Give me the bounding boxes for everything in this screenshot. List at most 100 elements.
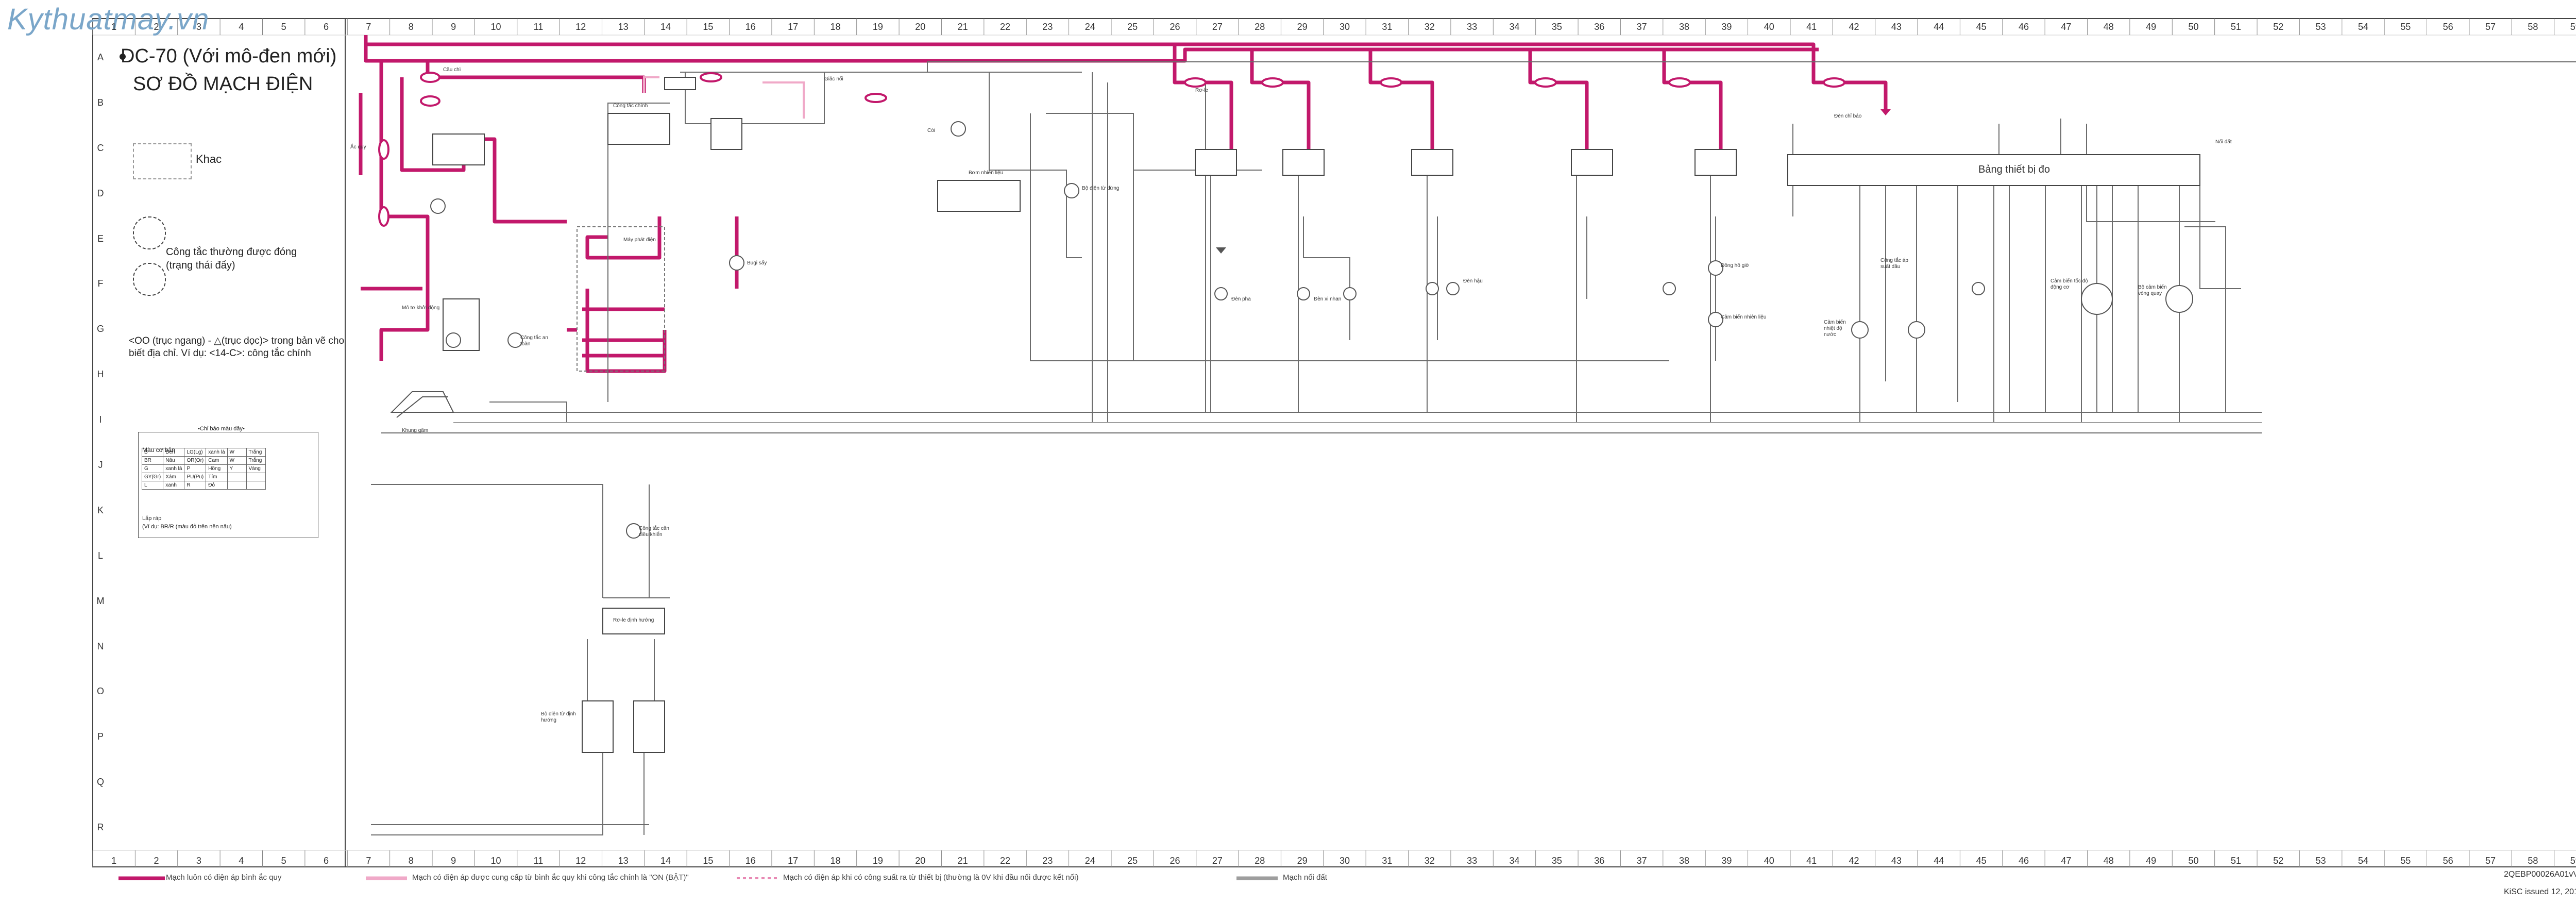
diagram-subtitle: SƠ ĐỒ MẠCH ĐIỆN	[133, 73, 313, 95]
grid-column-label: 35	[1551, 856, 1562, 866]
grid-column-label: 38	[1679, 22, 1689, 32]
grid-column-label: 9	[451, 22, 456, 32]
glow-plug-label: Bugi sấy	[747, 260, 767, 266]
color-table-cell: Hồng	[206, 464, 228, 473]
grid-column-label: 37	[1636, 22, 1647, 32]
color-table-cell: W	[227, 448, 247, 457]
grid-column-label: 44	[1934, 22, 1944, 32]
title-bullet	[120, 54, 126, 60]
grid-column-label: 42	[1849, 856, 1859, 866]
grid-column-label: 19	[872, 22, 883, 32]
grid-row-label: E	[97, 233, 104, 244]
color-table-cell: P	[184, 464, 207, 473]
wire-color-foot: Lắp ráp	[142, 515, 162, 522]
grid-column-label: 12	[575, 22, 586, 32]
grid-column-label: 36	[1594, 856, 1605, 866]
footer-legend-output: Mạch có điện áp khi có công suất ra từ t…	[783, 873, 1079, 882]
grid-row-label: Q	[96, 777, 104, 788]
grid-column-label: 53	[2315, 22, 2326, 32]
grid-column-label: 39	[1721, 856, 1732, 866]
grid-column-label: 10	[490, 856, 501, 866]
indicator-arrow	[1880, 109, 1891, 115]
grid-row-label: B	[97, 97, 104, 108]
grid-row-label: C	[97, 142, 104, 153]
grid-column-label: 1	[111, 22, 117, 32]
grid-column-label: 19	[872, 856, 883, 866]
diagram-title: DC-70 (Với mô-đen mới)	[121, 45, 337, 67]
grid-column-label: 18	[830, 856, 841, 866]
color-table-cell	[246, 473, 266, 481]
grid-column-label: 44	[1934, 856, 1944, 866]
grid-column-label: 49	[2146, 22, 2157, 32]
grid-row-label: N	[97, 641, 104, 651]
grid-column-label: 59	[2570, 856, 2576, 866]
grid-column-label: 45	[1976, 22, 1987, 32]
grid-column-label: 56	[2443, 856, 2453, 866]
grid-column-label: 17	[788, 856, 799, 866]
color-table-cell: OR(Or)	[184, 456, 207, 465]
grid-column-label: 31	[1382, 856, 1393, 866]
rpm-sensor-label: Bộ cảm biến vòng quay	[2138, 284, 2167, 296]
grid-column-label: 25	[1127, 22, 1138, 32]
grid-column-label: 23	[1042, 22, 1053, 32]
grid-column-label: 24	[1084, 856, 1095, 866]
grid-row-label: I	[99, 414, 102, 425]
grid-column-label: 35	[1551, 22, 1562, 32]
grid-column-label: 26	[1170, 856, 1180, 866]
grid-column-label: 11	[533, 22, 544, 32]
fuse-label: Cầu chì	[443, 67, 461, 73]
grid-column-label: 52	[2273, 856, 2284, 866]
grid-column-label: 40	[1764, 856, 1774, 866]
front-lamp-label: Đèn pha	[1231, 296, 1251, 302]
other-legend-box	[133, 143, 192, 179]
grid-column-label: 32	[1424, 856, 1435, 866]
grid-column-label: 16	[745, 856, 756, 866]
alternator-box	[577, 226, 665, 372]
battery-circuit	[139, 35, 1888, 880]
grid-column-label: 13	[618, 22, 629, 32]
color-table-cell: Đỏ	[206, 481, 228, 490]
grid-column-label: 4	[239, 22, 244, 32]
grid-column-label: 22	[1000, 856, 1011, 866]
grid-column-label: 53	[2315, 856, 2326, 866]
grid-column-label: 42	[1849, 22, 1859, 32]
color-table-cell: GY(Gr)	[141, 473, 164, 481]
grid-column-label: 47	[2061, 856, 2072, 866]
grid-column-label: 55	[2400, 22, 2411, 32]
grid-column-label: 4	[239, 856, 244, 866]
grid-column-label: 47	[2061, 22, 2072, 32]
engine-speed-label: Cảm biến tốc độ động cơ	[2050, 278, 2088, 290]
location-legend-text: <OO (trục ngang) - △(trục dọc)> trong bả…	[129, 336, 345, 359]
ground-frame-label: Khung gầm	[402, 428, 429, 433]
grid-column-label: 49	[2146, 856, 2157, 866]
ground-frame-drawing	[390, 391, 454, 418]
diagram-frame	[92, 18, 2576, 867]
relay-label: Rơ-le	[1195, 88, 1208, 93]
color-table-cell: xanh lá	[206, 448, 228, 457]
grid-column-label: 34	[1509, 22, 1520, 32]
grid-column-label: 2	[154, 856, 159, 866]
grid-column-label: 13	[618, 856, 629, 866]
grid-column-label: 14	[660, 22, 671, 32]
color-table-cell: Cam	[206, 456, 228, 465]
color-table-cell: L	[141, 481, 164, 490]
color-table-cell: Tím	[206, 473, 228, 481]
meter-panel-label: Bảng thiết bị đo	[1978, 164, 2050, 175]
grid-column-label: 6	[324, 22, 329, 32]
color-table-cell: PU(Pu)	[184, 473, 207, 481]
wire-color-table-title: •Chỉ báo màu dây•	[196, 426, 247, 432]
grid-column-label: 51	[2230, 856, 2241, 866]
grid-column-label: 36	[1594, 22, 1605, 32]
color-table-cell	[227, 481, 247, 490]
grid-row-label: M	[96, 595, 105, 606]
color-table-cell: xanh	[163, 481, 185, 490]
grid-row-label: K	[97, 505, 104, 515]
steering-solenoid-label: Bộ điện từ định hướng	[541, 711, 576, 723]
grid-column-label: 1	[111, 856, 117, 866]
grid-column-label: 24	[1084, 22, 1095, 32]
color-table-cell: BR	[141, 456, 164, 465]
